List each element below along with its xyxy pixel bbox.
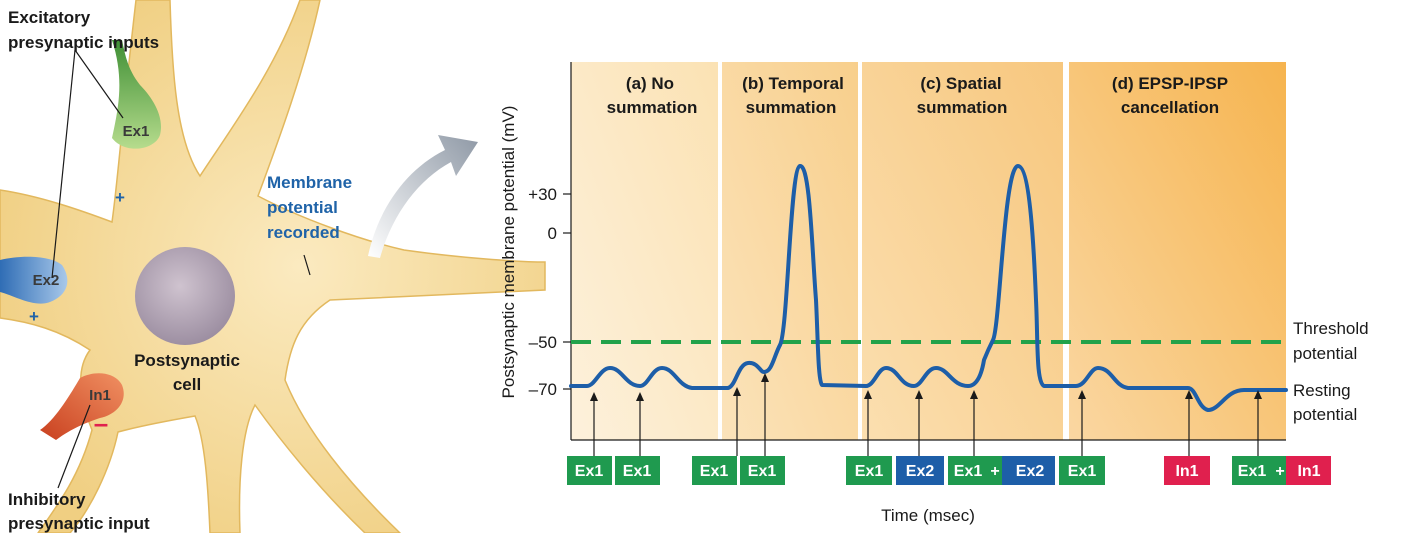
stimulus-arrows [593, 376, 1259, 456]
ex2-terminal-label: Ex2 [33, 272, 60, 289]
panel-c-background [862, 62, 1063, 440]
panel-c-title-line1: (c) Spatial [920, 74, 1001, 93]
neuron-illustration: Ex1 + Ex2 + In1 – Excitatory presynaptic… [0, 0, 546, 533]
y-tick-label-plus30: +30 [528, 185, 557, 204]
resting-label-line2: potential [1293, 405, 1357, 424]
stimulus-arrowheads [590, 373, 1262, 401]
stim-box-c4 [1002, 456, 1055, 485]
panel-a-title-line1: (a) No [626, 74, 674, 93]
stim-box-d4 [1286, 456, 1331, 485]
stim-label-d1: Ex1 [1068, 463, 1097, 480]
stim-label-a2: Ex1 [623, 463, 652, 480]
x-axis-label: Time (msec) [881, 506, 975, 525]
inhibitory-input-label-line2: presynaptic input [8, 514, 150, 533]
in1-terminal-label: In1 [89, 387, 111, 404]
stim-box-a2 [615, 456, 660, 485]
stim-box-d1 [1059, 456, 1105, 485]
panel-c-title-line2: summation [917, 98, 1008, 117]
stim-label-d2: In1 [1175, 463, 1198, 480]
stim-box-c1 [846, 456, 892, 485]
membrane-potential-trace [569, 163, 1288, 412]
stim-box-d2 [1164, 456, 1210, 485]
y-tick-label-0: 0 [548, 224, 557, 243]
membrane-potential-label-line1: Membrane [267, 173, 352, 192]
in1-terminal [40, 373, 124, 440]
y-tick-label-minus50: –50 [529, 333, 557, 352]
excitatory-inputs-label-line2: presynaptic inputs [8, 33, 159, 52]
panel-b-title-line2: summation [746, 98, 837, 117]
stim-plus-d: + [1275, 463, 1284, 480]
in1-minus-sign: – [94, 408, 108, 438]
stim-label-d3: Ex1 [1238, 463, 1267, 480]
inhibitory-input-label-line1: Inhibitory [8, 490, 86, 509]
panel-a-title-line2: summation [607, 98, 698, 117]
stim-box-b2 [740, 456, 785, 485]
stim-label-b1: Ex1 [700, 463, 729, 480]
panel-d-title-line1: (d) EPSP-IPSP [1112, 74, 1228, 93]
y-axis-label: Postsynaptic membrane potential (mV) [499, 106, 518, 399]
ex1-terminal-label: Ex1 [123, 123, 150, 140]
ex2-terminal [0, 256, 68, 304]
panel-d-title-line2: cancellation [1121, 98, 1219, 117]
ex2-plus-sign: + [29, 307, 39, 326]
nucleus [135, 247, 235, 345]
stim-label-d4: In1 [1297, 463, 1320, 480]
leader-lines [51, 49, 311, 489]
threshold-label-line1: Threshold [1293, 319, 1369, 338]
stim-box-d3 [1232, 456, 1286, 485]
excitatory-inputs-label-line1: Excitatory [8, 8, 91, 27]
y-axis-ticks [563, 193, 571, 390]
stim-label-c4: Ex2 [1016, 463, 1045, 480]
stim-plus-c: + [990, 463, 999, 480]
stim-label-c3: Ex1 [954, 463, 983, 480]
membrane-potential-graph: (a) No summation (b) Temporal summation … [499, 62, 1369, 525]
y-tick-label-minus70: –70 [529, 380, 557, 399]
stim-box-b1 [692, 456, 737, 485]
recording-arrow-icon [368, 135, 478, 258]
panel-b-title-line1: (b) Temporal [742, 74, 844, 93]
stim-box-a1 [567, 456, 612, 485]
stim-label-c1: Ex1 [855, 463, 884, 480]
ex1-terminal [112, 40, 161, 149]
stim-box-c3 [948, 456, 1002, 485]
stim-label-a1: Ex1 [575, 463, 604, 480]
resting-label-line1: Resting [1293, 381, 1351, 400]
membrane-potential-label-line2: potential [267, 198, 338, 217]
stim-label-b2: Ex1 [748, 463, 777, 480]
postsynaptic-cell-label-line2: cell [173, 375, 201, 394]
membrane-potential-label-line3: recorded [267, 223, 340, 242]
postsynaptic-cell-body [0, 0, 546, 533]
stim-box-c2 [896, 456, 944, 485]
stim-label-c2: Ex2 [906, 463, 935, 480]
ex1-plus-sign: + [115, 188, 125, 207]
threshold-label-line2: potential [1293, 344, 1357, 363]
postsynaptic-cell-label-line1: Postsynaptic [134, 351, 240, 370]
panel-d-background [1069, 62, 1286, 440]
